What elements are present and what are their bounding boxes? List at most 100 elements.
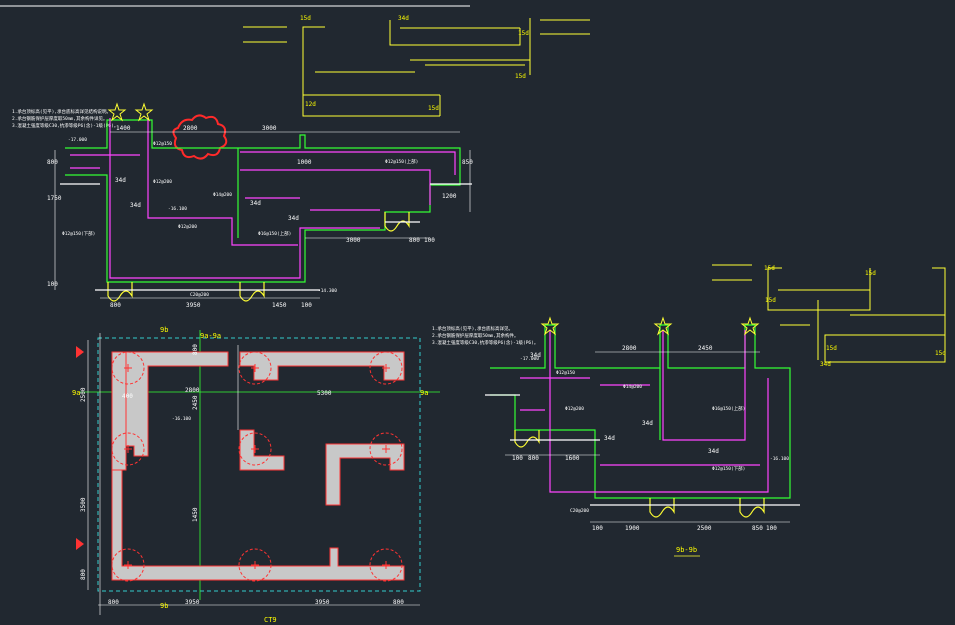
dim-text: 850 (752, 525, 763, 532)
rebar-callout: Φ16@150(上部) (258, 230, 291, 237)
dim-text: 400 (122, 393, 133, 400)
dim-text: 2500 (697, 525, 712, 532)
dim-text: 100 (766, 525, 777, 532)
dim-text: 2500 (80, 387, 87, 402)
dim-text: 800 (47, 159, 58, 166)
rebar-detail-group-right (712, 264, 946, 363)
bar-length: 34d (530, 352, 541, 359)
dim-text: 1450 (192, 507, 199, 522)
elevation-mark: -17.000 (520, 356, 539, 362)
note-line: 3.混凝土强度等级C30,抗渗等级P6(含)-1级(P6)。 (432, 339, 538, 346)
elevation-mark: -14.300 (318, 288, 337, 294)
dim-text: 100 (47, 281, 58, 288)
detail-label: 15d (300, 15, 311, 22)
dim-text: 1400 (116, 125, 131, 132)
dim-text: 800 (192, 344, 199, 355)
detail-label: 15d (764, 265, 775, 272)
revision-cloud (172, 114, 228, 160)
note-line: 2.承台钢筋保护层厚度取50mm,其余构件。 (432, 332, 518, 339)
dim-text: 3000 (262, 125, 277, 132)
view-title: CT9 (264, 616, 277, 624)
detail-label: 15d (826, 345, 837, 352)
dimension-lines-9a (54, 131, 471, 299)
bar-length: 34d (115, 177, 126, 184)
dim-text: 1000 (297, 159, 312, 166)
dim-text: 3500 (80, 497, 87, 512)
dim-text: 800 (110, 302, 121, 309)
dim-text: 800 (108, 599, 119, 606)
plan-ct9-piles (111, 351, 403, 582)
section-9a-notes: 1.承台顶标高(见平),承台底标高详见结构说明。 2.承台钢筋保护层厚度取50m… (12, 108, 118, 129)
plan-ct9-dims: 400 2800 5300 2450 2500 3500 800 1450 80… (80, 344, 404, 606)
detail-label: 15d (428, 105, 439, 112)
note-line: 3.混凝土强度等级C30,抗渗等级P6(含)-1级(P6)。 (12, 122, 118, 129)
elevation-mark: -16.100 (168, 206, 187, 212)
axis-label: 9b (160, 326, 168, 334)
detail-label: 34d (820, 361, 831, 368)
rebar-detail-group-top (243, 18, 590, 117)
section-9b-outline (485, 324, 800, 518)
dim-text: 1200 (442, 193, 457, 200)
detail-labels-top: 15d 34d 15d 12d 15d 15d (300, 15, 529, 112)
dim-text: 2800 (183, 125, 198, 132)
detail-label: 15d (518, 30, 529, 37)
axis-label: 9a (420, 389, 428, 397)
dim-text: 3950 (185, 599, 200, 606)
bar-length: 34d (708, 448, 719, 455)
axis-markers-9b (540, 316, 760, 336)
bar-length: 34d (604, 435, 615, 442)
section-title: 9b-9b (676, 546, 697, 554)
plan-ct9-dimlines (87, 333, 420, 615)
dim-text: 800 (528, 455, 539, 462)
detail-label: 15d (515, 73, 526, 80)
dim-text: 800 (393, 599, 404, 606)
detail-labels-right: 15d 15d 15d 34d 15d 15d (764, 265, 946, 368)
note-line: 2.承台钢筋保护层厚度取50mm,其余构件详见。 (12, 115, 107, 122)
plan-ct9-section-markers (76, 346, 84, 550)
rebar-callout: Φ12@200 (178, 224, 197, 230)
elevation-mark: -16.100 (770, 456, 789, 462)
rebar-callout: Φ12@200 (153, 179, 172, 185)
bar-length: 34d (288, 215, 299, 222)
rebar-callout: Φ12@150(下部) (712, 465, 745, 472)
dim-text: 1900 (625, 525, 640, 532)
rebar-callout: Φ12@200 (565, 406, 584, 412)
rebar-callout: Φ12@150 (153, 141, 172, 147)
note-line: 1.承台顶标高(见平),承台底标高详见。 (432, 325, 513, 332)
rebar-callout: Φ12@150(上部) (385, 158, 418, 165)
axis-markers-9a (107, 102, 154, 122)
plan-ct9-axes: 9b 9a 9a 9b 9a-9a CT9 (72, 326, 428, 624)
elevation-mark: -16.100 (172, 416, 191, 422)
dim-text: 100 (512, 455, 523, 462)
section-title: 9a-9a (200, 332, 221, 340)
rebar-callout: Φ12@150(下部) (62, 230, 95, 237)
dim-text: 1450 (272, 302, 287, 309)
section-9a-outline (60, 118, 472, 302)
section-9b-dims: 2800 2450 100 1900 2500 850 100 100 800 … (512, 345, 789, 554)
elevation-mark: -17.000 (68, 137, 87, 143)
axis-label: 9b (160, 602, 168, 610)
dim-text: 800 (80, 569, 87, 580)
detail-label: 15d (865, 270, 876, 277)
rebar-callout: Φ12@150 (556, 370, 575, 376)
dim-text: 100 (424, 237, 435, 244)
dim-text: 5300 (317, 390, 332, 397)
bar-length: 34d (250, 200, 261, 207)
rebar-callout: Φ16@150(上部) (712, 405, 745, 412)
dim-text: 2450 (698, 345, 713, 352)
dim-text: 3000 (346, 237, 361, 244)
dim-text: 100 (592, 525, 603, 532)
bar-length: 34d (642, 420, 653, 427)
rebar-callout: C20@200 (570, 508, 589, 514)
dim-text: 1600 (565, 455, 580, 462)
dim-text: 2450 (192, 395, 199, 410)
section-9b-notes: 1.承台顶标高(见平),承台底标高详见。 2.承台钢筋保护层厚度取50mm,其余… (432, 325, 538, 346)
dim-text: 1750 (47, 195, 62, 202)
plan-ct9-walls (111, 351, 405, 581)
section-9a-dims: 1400 2800 3000 800 3950 1450 100 3000 80… (47, 125, 473, 309)
plan-ct9-pile-centers (124, 364, 390, 569)
dim-text: 2800 (622, 345, 637, 352)
dim-text: 2800 (185, 387, 200, 394)
detail-label: 12d (305, 101, 316, 108)
